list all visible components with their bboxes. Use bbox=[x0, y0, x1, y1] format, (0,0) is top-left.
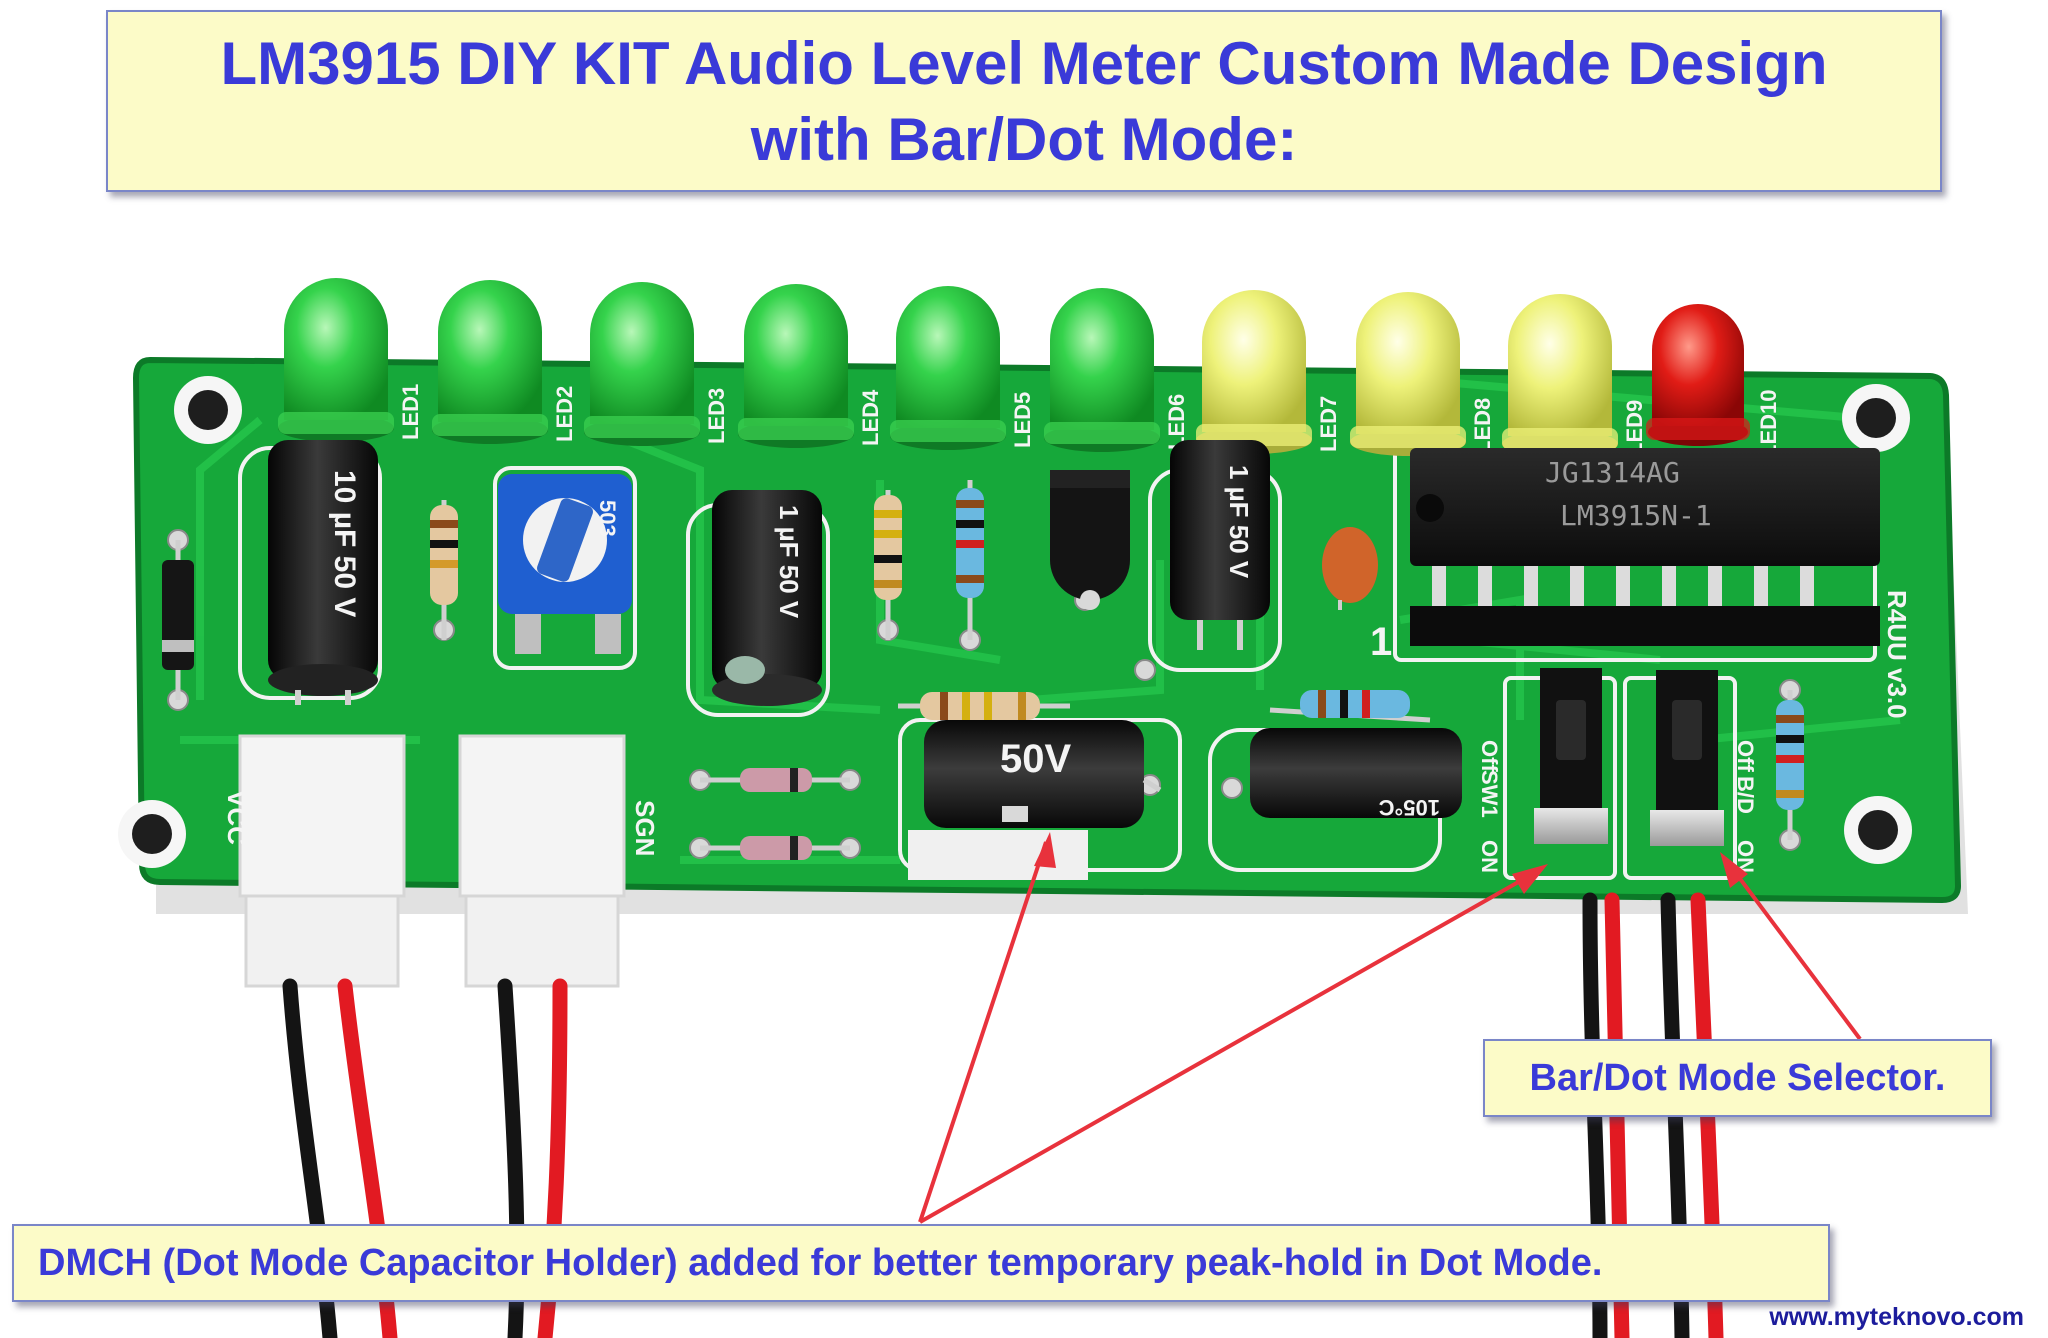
title-line-2: with Bar/Dot Mode: bbox=[750, 106, 1298, 173]
connector-vcc bbox=[238, 734, 406, 988]
led-label-2: LED2 bbox=[552, 386, 577, 442]
cap-10uf-label: 10 µF 50 V bbox=[328, 470, 361, 617]
capacitor-1uf-a: 1 µF 50 V bbox=[712, 490, 822, 706]
switch-sw1 bbox=[1534, 668, 1608, 844]
diode-left bbox=[162, 540, 194, 700]
bd-label: B/D bbox=[1733, 776, 1758, 814]
vcc-label: VCC bbox=[222, 790, 252, 845]
title-callout: LM3915 DIY KIT Audio Level Meter Custom … bbox=[106, 10, 1942, 192]
led-row bbox=[278, 278, 1750, 458]
off-label-1: Off bbox=[1477, 740, 1502, 772]
cap-1uf-label-b: 1 µF 50 V bbox=[1224, 465, 1254, 579]
led-4 bbox=[738, 284, 854, 448]
pin1-mark: 1 bbox=[1370, 620, 1392, 664]
trimmer-label: 503 bbox=[595, 500, 620, 537]
led-label-10: LED10 bbox=[1756, 390, 1781, 458]
capacitor-10uf: 10 µF 50 V bbox=[268, 440, 378, 705]
capacitor-dmch: 50V bbox=[924, 720, 1162, 828]
sw1-label: SW1 bbox=[1477, 770, 1502, 818]
resistor-1 bbox=[430, 500, 458, 640]
led-label-3: LED3 bbox=[704, 388, 729, 444]
led-label-4: LED4 bbox=[858, 389, 883, 446]
led-8 bbox=[1350, 292, 1466, 456]
callout-arrows bbox=[918, 832, 1862, 1224]
website-url: www.myteknovo.com bbox=[1769, 1303, 2024, 1331]
version-label: R4UU v3.0 bbox=[1882, 590, 1912, 719]
dmch-callout: DMCH (Dot Mode Capacitor Holder) added f… bbox=[12, 1224, 1830, 1302]
off-label-2: Off bbox=[1733, 740, 1758, 772]
mounting-holes bbox=[118, 376, 1912, 868]
trimmer-pot: 503 bbox=[498, 474, 632, 654]
chip-text-2: LM3915N-1 bbox=[1560, 499, 1712, 532]
resistor-6 bbox=[1776, 690, 1804, 840]
led-5 bbox=[890, 286, 1006, 450]
dmch-holder bbox=[908, 830, 1088, 880]
lm3915-chip: JG1314AG LM3915N-1 bbox=[1410, 448, 1880, 646]
capacitor-1uf-b: 1 µF 50 V bbox=[1170, 440, 1270, 650]
diode-2 bbox=[700, 836, 850, 860]
chip-text-1: JG1314AG bbox=[1545, 456, 1680, 489]
connector-sgn bbox=[458, 734, 626, 988]
led-10 bbox=[1646, 304, 1750, 446]
led-label-5: LED5 bbox=[1010, 392, 1035, 448]
led-3 bbox=[584, 282, 700, 446]
switch-bd bbox=[1650, 670, 1724, 846]
transistor bbox=[1050, 470, 1130, 610]
led-label-1: LED1 bbox=[398, 384, 423, 440]
resistor-2 bbox=[874, 490, 902, 640]
selector-callout: Bar/Dot Mode Selector. bbox=[1483, 1039, 1992, 1117]
on-label-1: ON bbox=[1477, 840, 1502, 873]
led-9 bbox=[1502, 294, 1618, 458]
led-label-9: LED9 bbox=[1622, 400, 1647, 456]
diode-1 bbox=[700, 768, 850, 792]
led-label-7: LED7 bbox=[1316, 396, 1341, 452]
led-1 bbox=[278, 278, 394, 442]
capacitor-small: 105°C bbox=[1250, 728, 1462, 820]
led-2 bbox=[432, 280, 548, 444]
title-line-1: LM3915 DIY KIT Audio Level Meter Custom … bbox=[220, 30, 1828, 97]
led-6 bbox=[1044, 288, 1160, 452]
cap-dmch-label: 50V bbox=[1000, 737, 1071, 781]
cap-small-label: 105°C bbox=[1378, 795, 1440, 820]
sgn-label: SGN bbox=[630, 800, 660, 856]
led-label-8: LED8 bbox=[1470, 398, 1495, 454]
resistor-5 bbox=[1269, 690, 1431, 723]
resistor-4 bbox=[898, 692, 1070, 720]
cap-1uf-label-a: 1 µF 50 V bbox=[774, 505, 804, 619]
resistor-3 bbox=[956, 480, 984, 640]
ceramic-capacitor bbox=[1322, 527, 1378, 610]
led-7 bbox=[1196, 290, 1312, 454]
